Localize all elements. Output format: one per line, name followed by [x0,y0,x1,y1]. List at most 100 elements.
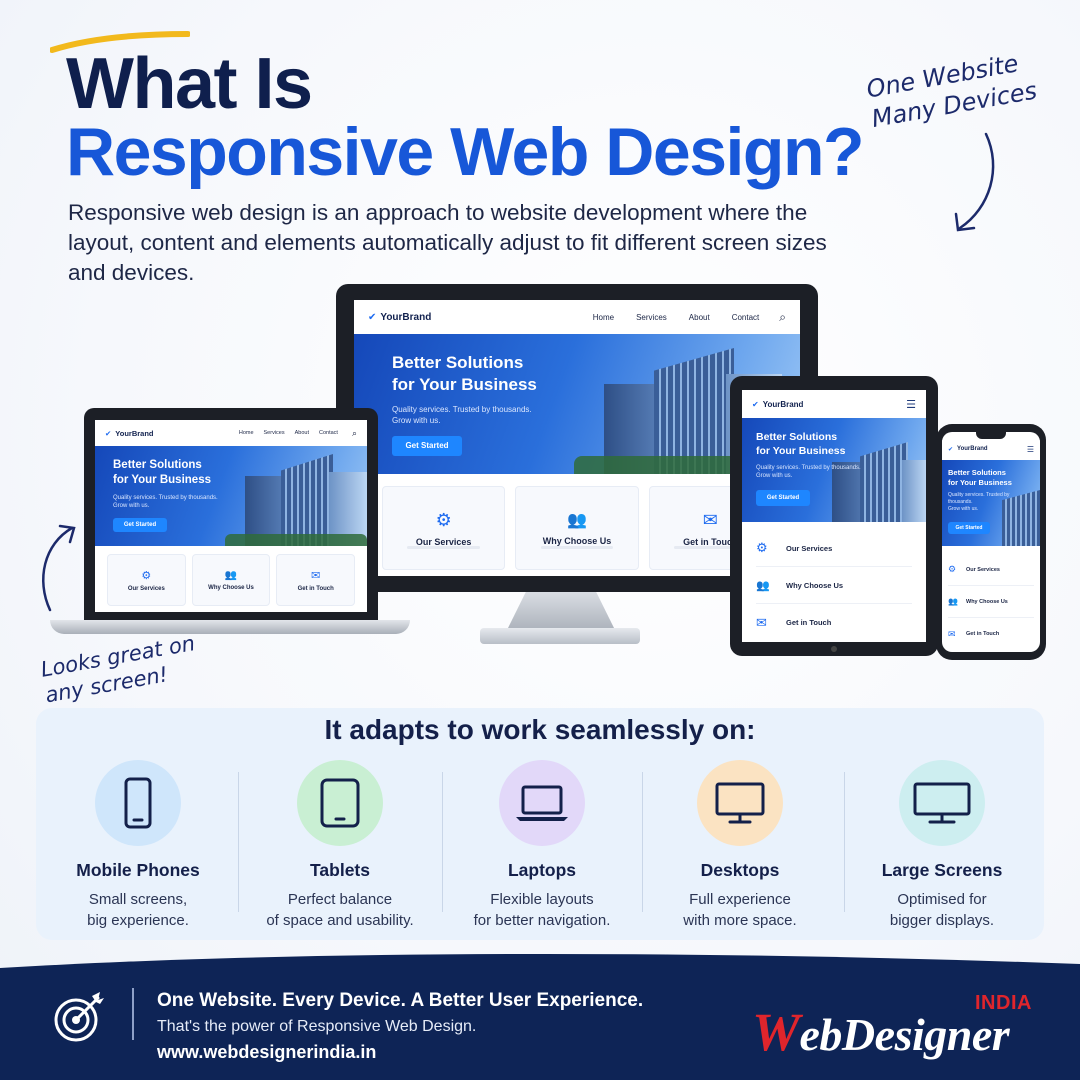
card-label: Get in Touch [683,536,738,547]
list-item-why-choose-us[interactable]: 👥 Why Choose Us [756,567,912,604]
device-desc-1: Small screens, [88,891,188,908]
footer-band [0,953,1080,1080]
card-our-services[interactable]: ⚙ Our Services [107,554,186,606]
divider [238,772,239,912]
monitor-icon [913,782,971,824]
device-name: Laptops [507,860,577,880]
title-accent-stroke [50,31,190,53]
device-desc-2: for better navigation. [473,912,611,929]
device-desc-2: with more space. [683,912,797,929]
device-desc-2: big experience. [87,912,189,929]
page-title-line-2: Responsive Web Design? [66,114,865,190]
brand-logo[interactable]: ✔ YourBrand [948,446,988,453]
device-name: Tablets [310,860,370,880]
list-item-why-choose-us[interactable]: 👥 Why Choose Us [948,586,1034,618]
handwritten-note-top: One Website Many Devices [864,49,1039,134]
nav-about[interactable]: About [688,312,710,322]
handwritten-note-left: Looks great on any screen! [38,631,197,708]
mail-icon: ✉ [311,569,321,582]
brand-name: YourBrand [380,311,432,323]
logo-w-mark: W [752,1002,800,1062]
device-large-screen: Large Screens Optimised for bigger displ… [842,760,1042,931]
list-item-get-in-touch[interactable]: ✉ Get in Touch [948,618,1034,650]
nav-services[interactable]: Services [636,312,667,322]
device-circle [899,760,985,846]
hamburger-menu-icon[interactable]: ☰ [906,398,916,411]
brand-logo[interactable]: ✔ YourBrand [752,400,803,409]
logo-wordmark: ebDesigner [799,1009,1010,1060]
brand-name: YourBrand [957,446,988,452]
card-get-in-touch[interactable]: ✉ Get in Touch [276,554,356,606]
hamburger-menu-icon[interactable]: ☰ [1026,444,1034,454]
device-name: Mobile Phones [76,860,200,880]
device-desc-1: Perfect balance [287,891,393,908]
hero-subtitle-1: Quality services. Trusted by thousands. [948,492,1010,505]
get-started-button[interactable]: Get Started [113,518,167,532]
hero-subtitle-1: Quality services. Trusted by thousands. [392,405,532,414]
webdesigner-logo[interactable]: WebDesigner [752,1002,1010,1062]
list-item-our-services[interactable]: ⚙ Our Services [948,554,1034,586]
curved-arrow-up-icon [42,524,76,612]
get-started-button[interactable]: Get Started [756,490,810,506]
users-icon: 👥 [567,512,587,529]
search-icon[interactable]: ⌕ [351,427,357,438]
search-icon[interactable]: ⌕ [779,309,786,324]
hero-banner: Better Solutions for Your Business Quali… [742,418,926,522]
brand-logo[interactable]: ✔ YourBrand [105,429,154,438]
list-item-label: Why Choose Us [966,598,1008,605]
monitor-base [480,628,640,644]
hero-title-1: Better Solutions [392,353,524,372]
intro-paragraph: Responsive web design is an approach to … [68,200,827,285]
adapts-title: It adapts to work seamlessly on: [324,714,756,745]
nav-services[interactable]: Services [263,430,285,436]
list-item-label: Get in Touch [966,631,1000,637]
device-desktop: Desktops Full experience with more space… [640,760,840,931]
mail-icon: ✉ [702,509,718,530]
brand-mark-icon: ✔ [368,311,377,323]
card-our-services[interactable]: ⚙ Our Services [382,486,506,570]
divider [642,772,643,912]
mail-icon: ✉ [756,614,767,630]
get-started-button[interactable]: Get Started [948,522,990,534]
nav-home[interactable]: Home [592,312,615,322]
footer-url-link[interactable]: www.webdesignerindia.in [157,1042,377,1062]
nav-contact[interactable]: Contact [731,312,760,322]
list-item-our-services[interactable]: ⚙ Our Services [756,530,912,567]
nav-home[interactable]: Home [238,430,254,436]
mail-icon: ✉ [948,628,956,639]
device-desc-1: Full experience [689,891,791,908]
hero-title-1: Better Solutions [113,459,202,471]
device-circle [297,760,383,846]
tablet-home-dot [831,646,837,652]
device-desc-2: of space and usability. [266,912,414,929]
card-why-choose-us[interactable]: 👥 Why Choose Us [191,554,271,606]
device-desc-1: Optimised for [897,891,987,908]
divider [844,772,845,912]
get-started-button[interactable]: Get Started [392,436,462,456]
nav-about[interactable]: About [294,430,309,436]
monitor-stand [506,592,616,632]
hero-title-2: for Your Business [113,474,211,486]
list-item-get-in-touch[interactable]: ✉ Get in Touch [756,604,912,641]
hero-subtitle-2: Grow with us. [948,506,979,512]
users-icon: 👥 [948,597,958,606]
brand-logo[interactable]: ✔ YourBrand [368,312,431,323]
device-laptop: Laptops Flexible layouts for better navi… [442,760,642,931]
footer-headline: One Website. Every Device. A Better User… [157,990,644,1011]
nav-contact[interactable]: Contact [318,430,338,436]
device-name: Desktops [700,860,780,880]
gear-icon: ⚙ [756,540,768,555]
list-item-label: Why Choose Us [786,580,844,590]
hero-subtitle-2: Grow with us. [113,503,150,509]
hero-banner: Better Solutions for Your Business Quali… [942,460,1040,546]
hero-banner: Better Solutions for Your Business Quali… [95,446,367,546]
phone-notch [976,432,1006,439]
hero-subtitle-1: Quality services. Trusted by thousands. [113,495,218,501]
hero-title-2: for Your Business [392,375,537,394]
list-item-label: Get in Touch [786,618,832,627]
card-why-choose-us[interactable]: 👥 Why Choose Us [515,486,639,570]
laptop-screen: ✔ YourBrand Home Services About Contact … [95,420,367,612]
users-icon: 👥 [756,579,770,592]
footer-divider [132,988,134,1040]
gear-icon: ⚙ [141,569,152,582]
